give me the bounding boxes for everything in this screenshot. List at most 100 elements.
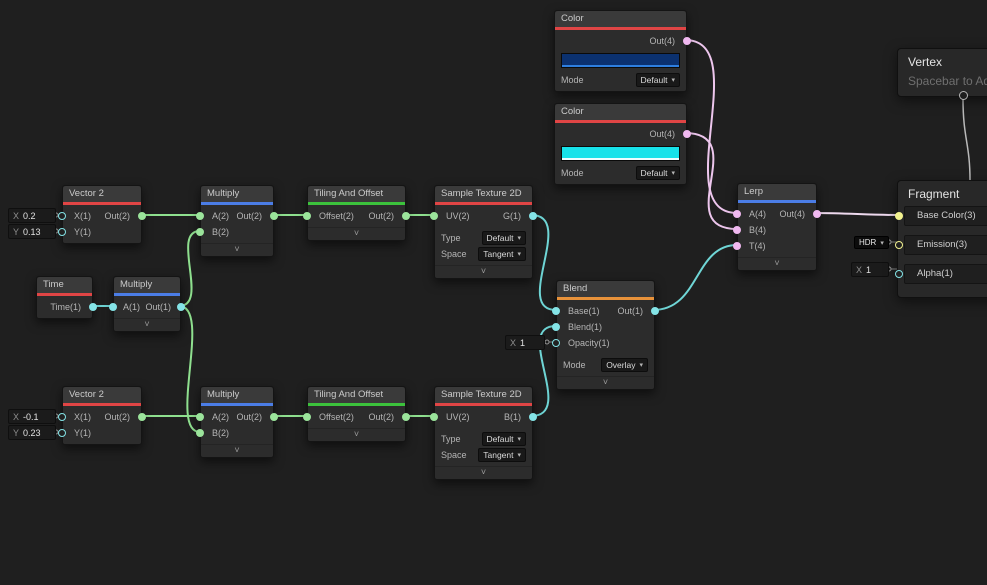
port-out-output[interactable]: [177, 303, 185, 311]
collapse-chevron[interactable]: ˅: [435, 265, 532, 278]
port-out-output[interactable]: [270, 413, 278, 421]
port-row: A(4) Out(4): [733, 206, 821, 222]
node-title: Color: [555, 104, 686, 120]
port-x-input[interactable]: [58, 212, 66, 220]
port-opacity-input[interactable]: [552, 339, 560, 347]
add-block-placeholder[interactable]: Spacebar to Add: [908, 74, 987, 88]
vector2-bottom-x-field[interactable]: X -0.1: [8, 409, 56, 424]
port-out-output[interactable]: [402, 212, 410, 220]
edge-multiplymid-to-multiplytop-b[interactable]: [178, 230, 201, 307]
node-sample-texture-top[interactable]: Sample Texture 2D UV(2) G(1) Type Defaul…: [430, 185, 537, 279]
vector2-top-x-field[interactable]: X 0.2: [8, 208, 56, 223]
collapse-chevron[interactable]: ˅: [201, 243, 273, 256]
node-blend[interactable]: Blend Base(1) Out(1) Blend(1) Opacity(1)…: [552, 280, 659, 390]
edge-multiplymid-to-multiplybottom-b[interactable]: [178, 305, 201, 433]
block-emission[interactable]: Emission(3): [895, 235, 987, 255]
node-title: Vector 2: [63, 186, 141, 202]
blend-opacity-field[interactable]: X 1: [505, 335, 545, 350]
node-multiply-mid[interactable]: Multiply A(1) Out(1) ˅: [109, 276, 185, 332]
node-vector2-bottom[interactable]: Vector 2 X(1) Out(2) Y(1): [58, 386, 146, 445]
port-emission-input[interactable]: [895, 241, 903, 249]
port-blend-input[interactable]: [552, 323, 560, 331]
node-tiling-bottom[interactable]: Tiling And Offset Offset(2) Out(2) ˅: [303, 386, 410, 442]
edge-samplebottom-b-to-blend-blend[interactable]: [530, 325, 557, 417]
fragment-alpha-field[interactable]: X 1: [851, 262, 889, 277]
port-offset-input[interactable]: [303, 212, 311, 220]
port-x-input[interactable]: [58, 413, 66, 421]
port-alpha-input[interactable]: [895, 270, 903, 278]
color-swatch[interactable]: [561, 146, 680, 161]
emission-hdr-badge[interactable]: HDR ▾: [854, 236, 889, 249]
mode-dropdown[interactable]: Default ▾: [635, 73, 680, 87]
port-offset-input[interactable]: [303, 413, 311, 421]
port-out-output[interactable]: [402, 413, 410, 421]
edge-lerp-to-fragment-basecolor[interactable]: [814, 212, 898, 216]
type-dropdown[interactable]: Default ▾: [481, 231, 526, 245]
vector2-top-y-field[interactable]: Y 0.13: [8, 224, 56, 239]
port-y-input[interactable]: [58, 429, 66, 437]
port-a-input[interactable]: [109, 303, 117, 311]
port-time-output[interactable]: [89, 303, 97, 311]
port-g-output[interactable]: [529, 212, 537, 220]
port-out-output[interactable]: [270, 212, 278, 220]
chevron-down-icon: ˅: [234, 445, 240, 455]
vector2-bottom-y-field[interactable]: Y 0.23: [8, 425, 56, 440]
node-lerp[interactable]: Lerp A(4) Out(4) B(4) T(4) ˅: [733, 183, 821, 271]
node-sample-texture-bottom[interactable]: Sample Texture 2D UV(2) B(1) Type Defaul…: [430, 386, 537, 480]
edge-sampletop-g-to-blend-base[interactable]: [530, 214, 557, 311]
collapse-chevron[interactable]: ˅: [308, 227, 405, 240]
color-swatch[interactable]: [561, 53, 680, 68]
collapse-chevron[interactable]: ˅: [435, 466, 532, 479]
port-a-input[interactable]: [733, 210, 741, 218]
node-vector2-top[interactable]: Vector 2 X(1) Out(2) Y(1): [58, 185, 146, 244]
edge-color-top-to-lerp-a[interactable]: [684, 39, 738, 214]
port-out-output[interactable]: [683, 37, 691, 45]
node-multiply-bottom[interactable]: Multiply A(2) Out(2) B(2) ˅: [196, 386, 278, 458]
port-a-input[interactable]: [196, 413, 204, 421]
port-base-color-input[interactable]: [895, 212, 903, 220]
collapse-chevron[interactable]: ˅: [201, 444, 273, 457]
port-out-output[interactable]: [683, 130, 691, 138]
category-strip: [557, 297, 654, 300]
port-a-input[interactable]: [196, 212, 204, 220]
node-color-bottom[interactable]: Color Out(4) Mode Default ▾: [554, 103, 691, 185]
node-time[interactable]: Time Time(1): [36, 276, 97, 319]
node-title: Lerp: [738, 184, 816, 200]
node-fragment-context[interactable]: Fragment Base Color(3) Emission(3) Alpha…: [895, 180, 987, 298]
port-b-output[interactable]: [529, 413, 537, 421]
mode-dropdown[interactable]: Overlay ▾: [601, 358, 648, 372]
edge-color-bottom-to-lerp-b[interactable]: [684, 132, 738, 230]
port-out-output[interactable]: [813, 210, 821, 218]
collapse-chevron[interactable]: ˅: [114, 318, 180, 331]
node-multiply-top[interactable]: Multiply A(2) Out(2) B(2) ˅: [196, 185, 278, 257]
block-alpha[interactable]: Alpha(1): [895, 264, 987, 284]
port-base-input[interactable]: [552, 307, 560, 315]
port-uv-input[interactable]: [430, 212, 438, 220]
space-dropdown[interactable]: Tangent ▾: [478, 448, 526, 462]
vertex-stack-port[interactable]: [959, 91, 968, 100]
port-t-input[interactable]: [733, 242, 741, 250]
collapse-chevron[interactable]: ˅: [738, 257, 816, 270]
collapse-chevron[interactable]: ˅: [308, 428, 405, 441]
port-b-input[interactable]: [733, 226, 741, 234]
node-tiling-top[interactable]: Tiling And Offset Offset(2) Out(2) ˅: [303, 185, 410, 241]
collapse-chevron[interactable]: ˅: [557, 376, 654, 389]
edge-vertex-to-fragment-stack[interactable]: [962, 98, 971, 181]
port-y-input[interactable]: [58, 228, 66, 236]
port-b-input[interactable]: [196, 228, 204, 236]
edge-blend-to-lerp-t[interactable]: [652, 244, 738, 311]
port-out-output[interactable]: [138, 413, 146, 421]
space-dropdown[interactable]: Tangent ▾: [478, 247, 526, 261]
port-out-output[interactable]: [651, 307, 659, 315]
port-out-output[interactable]: [138, 212, 146, 220]
port-row: B(2): [196, 425, 273, 441]
node-vertex-context[interactable]: Vertex Spacebar to Add: [897, 48, 987, 97]
category-strip: [738, 200, 816, 203]
mode-dropdown[interactable]: Default ▾: [635, 166, 680, 180]
node-color-top[interactable]: Color Out(4) Mode Default ▾: [554, 10, 691, 92]
port-uv-input[interactable]: [430, 413, 438, 421]
block-base-color[interactable]: Base Color(3): [895, 206, 987, 226]
type-dropdown[interactable]: Default ▾: [481, 432, 526, 446]
port-b-input[interactable]: [196, 429, 204, 437]
